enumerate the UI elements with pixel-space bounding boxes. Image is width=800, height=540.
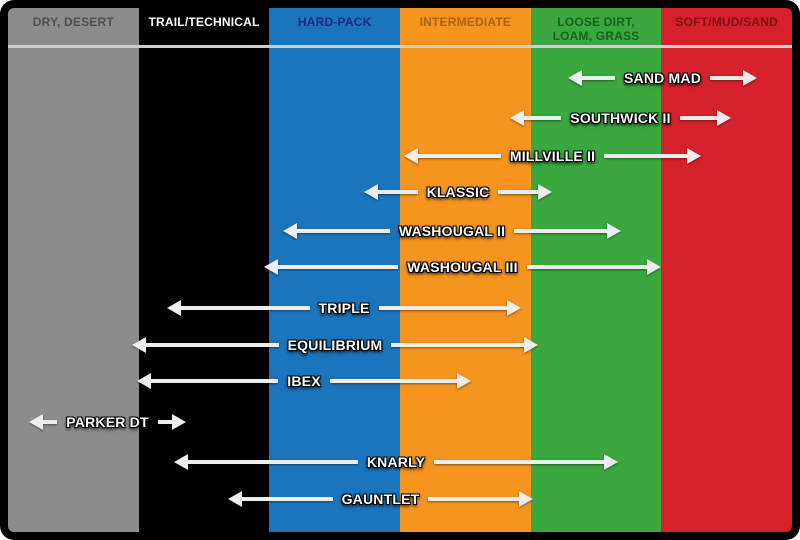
arrow-shaft [242, 497, 333, 501]
arrow-shaft [526, 265, 647, 269]
column-header-soft-mud-sand: SOFT/MUD/SAND [675, 15, 778, 29]
arrow-left-head-icon [404, 148, 418, 164]
column-header-hard-pack: HARD-PACK [297, 15, 372, 29]
arrow-parker-dt: PARKER DT [29, 411, 186, 433]
arrow-shaft [43, 420, 58, 424]
column-dry-desert: DRY, DESERT [8, 8, 139, 532]
arrow-shaft [434, 460, 604, 464]
column-header-loose-dirt-loam-grass: LOOSE DIRT, LOAM, GRASS [552, 15, 640, 43]
arrow-triple: TRIPLE [167, 297, 522, 319]
arrow-shaft [329, 379, 458, 383]
arrow-label: EQUILIBRIUM [287, 337, 383, 353]
arrow-right-head-icon [524, 337, 539, 353]
column-header-intermediate: INTERMEDIATE [419, 15, 512, 29]
arrow-right-head-icon [717, 110, 731, 126]
arrow-shaft [418, 154, 501, 158]
arrow-shaft [428, 497, 520, 501]
arrow-shaft [157, 420, 172, 424]
arrow-left-head-icon [29, 414, 43, 430]
arrow-label: SOUTHWICK II [570, 110, 671, 126]
arrow-shaft [710, 76, 744, 80]
arrow-shaft [604, 154, 688, 158]
arrow-klassic: KLASSIC [364, 181, 553, 203]
arrow-shaft [278, 265, 399, 269]
arrow-shaft [181, 306, 310, 310]
arrow-left-head-icon [167, 300, 181, 316]
column-soft-mud-sand: SOFT/MUD/SAND [661, 8, 792, 532]
column-loose-dirt-loam-grass: LOOSE DIRT, LOAM, GRASS [530, 8, 662, 532]
arrow-knarly: KNARLY [174, 451, 618, 473]
column-hard-pack: HARD-PACK [269, 8, 401, 532]
arrow-right-head-icon [507, 300, 522, 316]
arrow-shaft [151, 379, 279, 383]
column-header-trail-technical: TRAIL/TECHNICAL [148, 15, 260, 29]
arrow-label: GAUNTLET [341, 491, 420, 507]
arrow-washougal-iii: WASHOUGAL III [264, 256, 661, 278]
arrow-label: KLASSIC [426, 184, 490, 200]
column-intermediate: INTERMEDIATE [400, 8, 531, 532]
arrow-left-head-icon [137, 373, 151, 389]
arrow-shaft [498, 190, 539, 194]
terrain-columns: DRY, DESERT TRAIL/TECHNICAL HARD-PACK IN… [8, 8, 792, 532]
arrow-ibex: IBEX [137, 370, 472, 392]
arrow-shaft [391, 343, 525, 347]
arrow-shaft [582, 76, 615, 80]
arrow-shaft [524, 116, 562, 120]
arrow-left-head-icon [364, 184, 378, 200]
arrow-shaft [679, 116, 717, 120]
arrow-label: IBEX [287, 373, 321, 389]
arrow-shaft [297, 229, 390, 233]
arrow-label: WASHOUGAL II [398, 223, 506, 239]
arrow-label: MILLVILLE II [509, 148, 596, 164]
arrow-millville-ii: MILLVILLE II [404, 145, 702, 167]
column-header-dry-desert: DRY, DESERT [32, 15, 114, 29]
arrow-right-head-icon [647, 259, 661, 275]
arrow-shaft [188, 460, 358, 464]
arrow-shaft [146, 343, 279, 347]
arrow-right-head-icon [604, 454, 618, 470]
arrow-equilibrium: EQUILIBRIUM [132, 334, 539, 356]
arrow-label: WASHOUGAL III [407, 259, 518, 275]
arrow-gauntlet: GAUNTLET [228, 488, 534, 510]
arrow-washougal-ii: WASHOUGAL II [283, 220, 621, 242]
arrow-right-head-icon [457, 373, 472, 389]
arrow-left-head-icon [510, 110, 524, 126]
column-trail-technical: TRAIL/TECHNICAL [138, 8, 270, 532]
arrow-left-head-icon [228, 491, 242, 507]
arrow-right-head-icon [519, 491, 534, 507]
arrow-label: TRIPLE [318, 300, 370, 316]
arrow-left-head-icon [264, 259, 278, 275]
arrow-left-head-icon [174, 454, 188, 470]
arrow-left-head-icon [283, 223, 297, 239]
arrow-label: KNARLY [366, 454, 426, 470]
arrow-shaft [514, 229, 607, 233]
arrows-layer: SAND MAD SOUTHWICK II MILLVILLE II KLASSIC W… [8, 8, 792, 532]
arrow-label: SAND MAD [623, 70, 702, 86]
arrow-right-head-icon [687, 148, 702, 164]
arrow-left-head-icon [568, 70, 582, 86]
arrow-southwick-ii: SOUTHWICK II [510, 107, 731, 129]
arrow-shaft [378, 306, 508, 310]
arrow-right-head-icon [538, 184, 553, 200]
arrow-right-head-icon [172, 414, 186, 430]
arrow-right-head-icon [743, 70, 758, 86]
arrow-sand-mad: SAND MAD [568, 67, 758, 89]
arrow-right-head-icon [607, 223, 621, 239]
arrow-left-head-icon [132, 337, 146, 353]
arrow-shaft [378, 190, 418, 194]
header-divider [8, 45, 792, 48]
arrow-label: PARKER DT [66, 414, 149, 430]
